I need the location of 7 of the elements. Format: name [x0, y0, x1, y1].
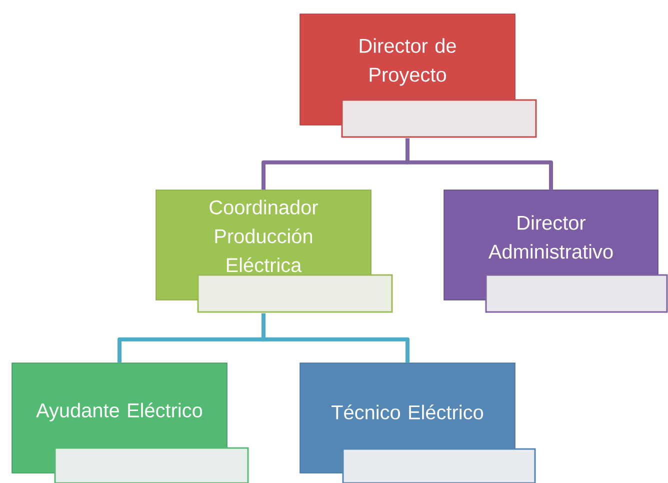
role-box: Director Administrativo	[444, 190, 668, 313]
role-box: Director de Proyecto	[300, 14, 537, 138]
role-box: Técnico Eléctrico	[300, 362, 536, 483]
connector-line	[406, 138, 553, 190]
role-box: Coordinador Producción Eléctrica	[156, 190, 393, 313]
connector-line	[262, 313, 410, 363]
role-box: Ayudante Eléctrico	[12, 362, 249, 483]
